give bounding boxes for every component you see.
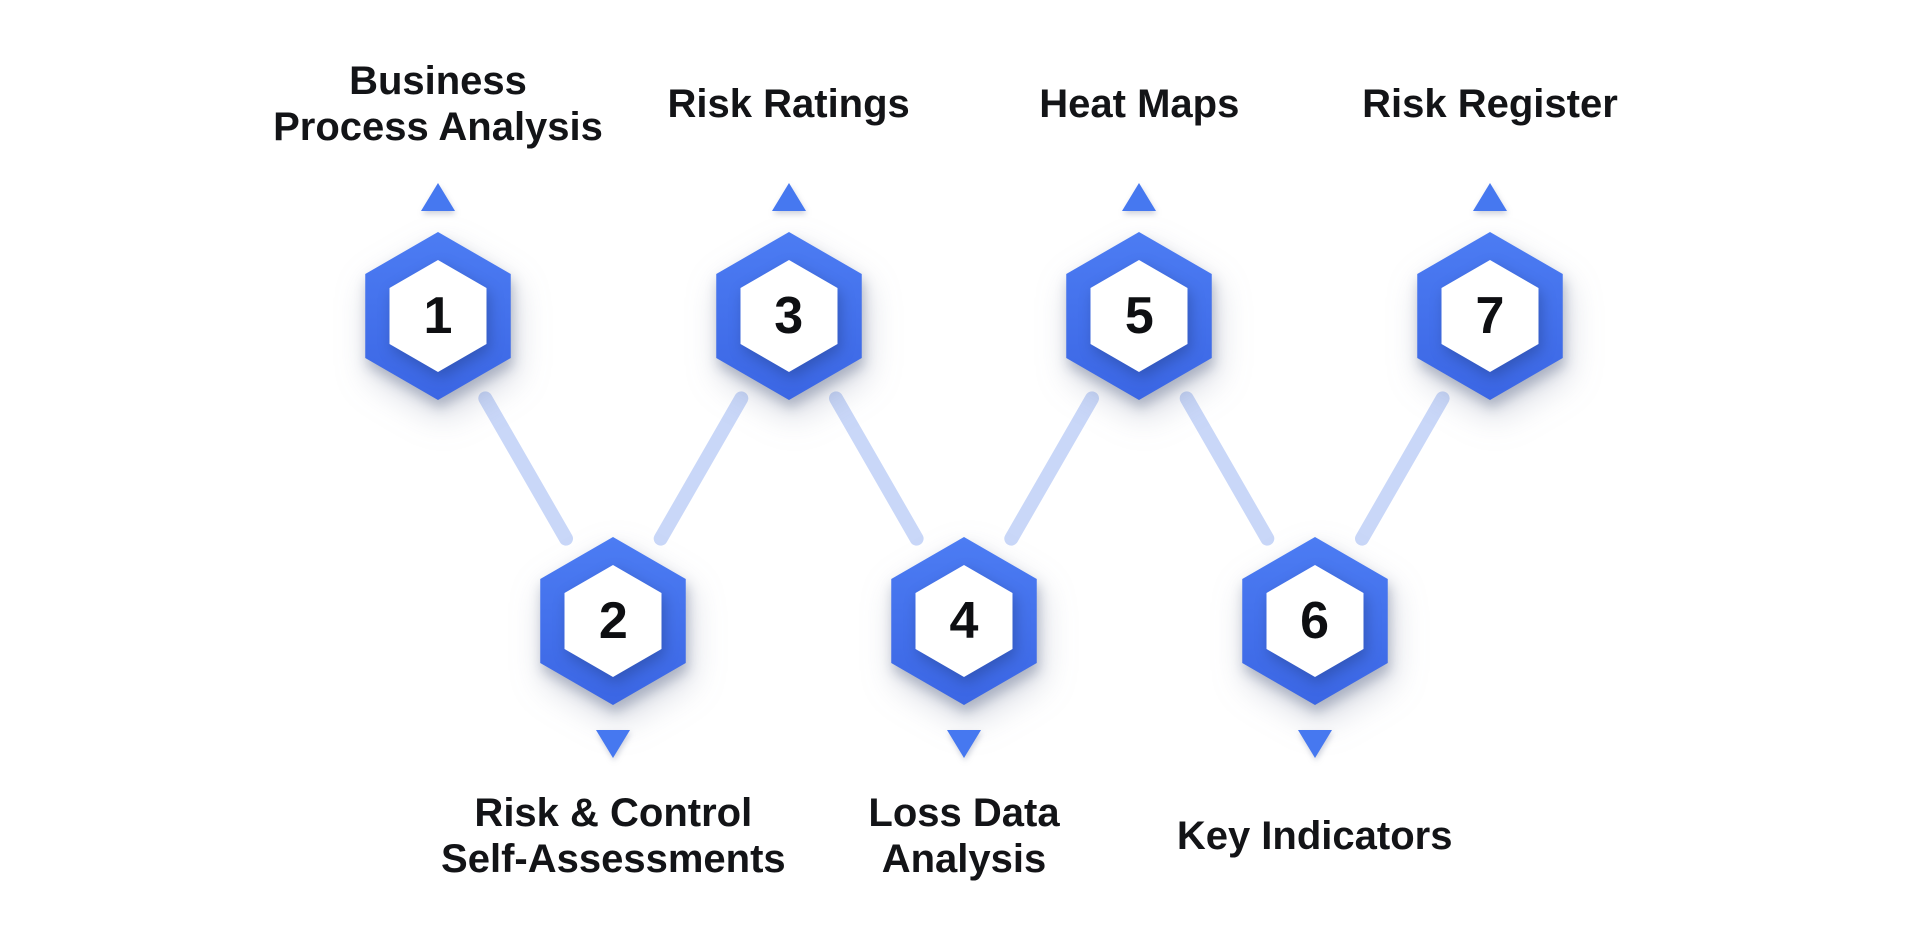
hexagon-icon <box>1241 537 1388 705</box>
step-label-line: Self-Assessments <box>441 837 786 881</box>
arrow-up-icon <box>1472 183 1507 211</box>
hexagon-icon <box>891 537 1037 705</box>
step-label-6: Key Indicators <box>1177 813 1453 859</box>
arrow-down-icon <box>946 730 981 758</box>
hexagon-icon <box>715 232 862 400</box>
step-label-line: Process Analysis <box>273 105 603 149</box>
step-label-line: Risk Register <box>1362 82 1618 126</box>
hexagon-step-5: 5 <box>1039 216 1239 416</box>
step-number: 4 <box>949 592 979 650</box>
hexagon-step-3: 3 <box>689 216 889 416</box>
hexagon-inner-face <box>389 260 487 372</box>
connector-line <box>1179 391 1275 546</box>
hexagon-icon <box>1417 232 1563 400</box>
step-label-line: Heat Maps <box>1039 82 1240 126</box>
step-number: 2 <box>598 592 628 650</box>
hexagon-step-6: 6 <box>1215 521 1415 721</box>
step-label-line: Risk & Control <box>474 791 753 835</box>
hexagon-step-4: 4 <box>864 521 1064 721</box>
step-label-line: Business <box>349 59 527 103</box>
arrow-up-icon <box>1122 183 1157 211</box>
step-number: 3 <box>774 287 804 345</box>
hexagon-inner-face <box>564 565 662 677</box>
step-label-3: Risk Ratings <box>668 81 910 127</box>
arrow-up-icon <box>421 183 455 211</box>
step-number: 6 <box>1300 592 1330 650</box>
step-label-line: Risk Ratings <box>667 82 910 126</box>
hexagon-inner-face <box>1441 260 1539 372</box>
step-label-5: Heat Maps <box>1039 81 1239 127</box>
connector-line <box>478 391 573 546</box>
step-label-line: Loss Data <box>868 791 1060 835</box>
hexagon-step-7: 7 <box>1390 216 1590 416</box>
step-label-line: Key Indicators <box>1176 814 1453 858</box>
hexagon-step-2: 2 <box>513 521 713 721</box>
connector-line <box>1004 391 1099 546</box>
hexagon-step-1: 1 <box>338 216 538 416</box>
hexagon-inner-face <box>915 565 1013 677</box>
arrow-down-icon <box>1297 730 1332 758</box>
step-label-line: Analysis <box>881 837 1047 881</box>
arrow-down-icon <box>596 730 631 758</box>
hexagon-icon <box>1066 232 1213 400</box>
connector-line <box>1355 391 1450 546</box>
step-number: 7 <box>1475 287 1505 345</box>
step-label-7: Risk Register <box>1362 81 1618 127</box>
hexagon-icon <box>540 537 687 705</box>
hexagon-icon <box>365 232 511 400</box>
step-number: 5 <box>1124 287 1154 345</box>
arrow-up-icon <box>771 183 806 211</box>
hexagon-inner-face <box>1266 565 1364 677</box>
hexagon-inner-face <box>740 260 838 372</box>
connector-line <box>829 391 924 546</box>
step-number: 1 <box>423 287 453 345</box>
connector-line <box>653 391 749 546</box>
hexagon-inner-face <box>1090 260 1188 372</box>
